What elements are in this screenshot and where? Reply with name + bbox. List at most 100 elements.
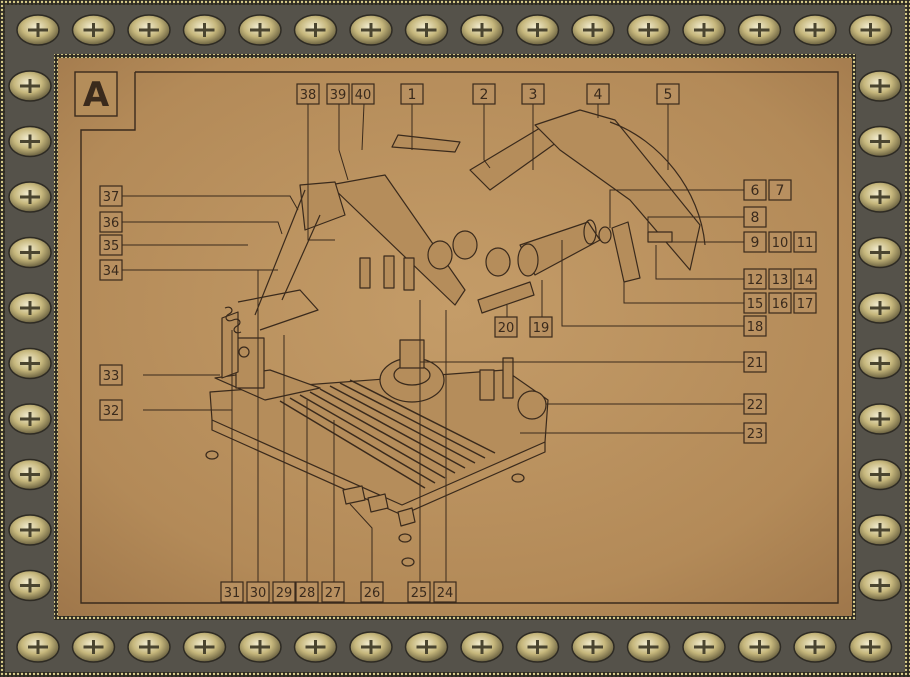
callout-18: 18 [743, 315, 767, 337]
frame-screw-icon [682, 631, 726, 663]
callout-6: 6 [743, 179, 767, 201]
frame-screw-icon [238, 631, 282, 663]
callout-number: 34 [103, 264, 120, 279]
callout-number: 5 [664, 87, 673, 103]
callout-number: 15 [747, 297, 764, 312]
frame-screw-icon [293, 14, 338, 46]
callout-number: 23 [747, 427, 764, 442]
callout-number: 21 [747, 356, 764, 371]
frame-screw-icon [858, 403, 902, 435]
frame-screw-icon [460, 14, 504, 46]
callout-number: 7 [776, 183, 785, 199]
frame-screw-icon [793, 631, 837, 663]
frame-screw-icon [404, 631, 449, 663]
callout-19: 19 [529, 316, 553, 338]
frame-screw-icon [8, 403, 52, 435]
frame-screw-icon [515, 14, 560, 46]
frame-screw-icon [858, 125, 902, 158]
callout-number: 10 [772, 236, 789, 251]
frame-screw-icon [349, 14, 393, 46]
callout-number: 25 [411, 586, 428, 601]
frame-screw-icon [8, 181, 52, 213]
callout-number: 40 [355, 88, 372, 103]
callout-8: 8 [743, 206, 767, 228]
callout-25: 25 [407, 581, 431, 603]
callout-number: 8 [751, 210, 760, 226]
callout-number: 24 [437, 586, 454, 601]
frame-screw-icon [293, 631, 338, 663]
frame-screw-icon [404, 14, 449, 46]
frame-screw-icon [8, 347, 52, 380]
callout-number: 31 [224, 586, 241, 601]
frame-screw-icon [182, 631, 227, 663]
frame-screw-icon [8, 569, 52, 602]
frame-screw-icon [8, 458, 52, 491]
frame-screw-icon [127, 631, 171, 663]
callout-number: 22 [747, 398, 764, 413]
frame-screw-icon [460, 631, 504, 663]
callout-36: 36 [99, 211, 123, 233]
frame-screw-icon [793, 14, 837, 46]
callout-number: 18 [747, 320, 764, 335]
callout-number: 3 [529, 87, 538, 103]
callout-2: 2 [472, 83, 496, 105]
frame-screw-icon [71, 631, 116, 663]
frame-screw-icon [858, 347, 902, 380]
callout-number: 35 [103, 239, 120, 254]
callout-24: 24 [433, 581, 457, 603]
callout-number: 28 [299, 586, 316, 601]
callout-34: 34 [99, 259, 123, 281]
frame-screw-icon [8, 236, 52, 269]
callout-7: 7 [768, 179, 792, 201]
callout-5: 5 [656, 83, 680, 105]
frame-screw-icon [626, 14, 671, 46]
callout-37: 37 [99, 185, 123, 207]
callout-number: 13 [772, 273, 789, 288]
callout-31: 31 [220, 581, 244, 603]
callout-number: 9 [751, 235, 760, 251]
frame-screw-icon [349, 631, 393, 663]
callout-40: 40 [351, 83, 375, 105]
frame-screw-icon [858, 292, 902, 324]
callout-9: 9 [743, 231, 767, 253]
callout-35: 35 [99, 234, 123, 256]
frame-screw-icon [515, 631, 560, 663]
frame-screw-icon [238, 14, 282, 46]
callout-number: 39 [330, 88, 347, 103]
callout-28: 28 [295, 581, 319, 603]
callout-number: 19 [533, 321, 550, 336]
callout-number: 38 [300, 88, 317, 103]
callout-number: 26 [364, 586, 381, 601]
frame-screw-icon [858, 458, 902, 491]
frame-screw-icon [571, 631, 615, 663]
callout-11: 11 [793, 231, 817, 253]
callout-26: 26 [360, 581, 384, 603]
callout-number: 36 [103, 216, 120, 231]
leader-lines [121, 103, 744, 582]
callout-39: 39 [326, 83, 350, 105]
frame-screw-icon [858, 70, 902, 102]
frame-screw-icon [626, 631, 671, 663]
frame-screw-icon [16, 14, 60, 46]
callout-22: 22 [743, 393, 767, 415]
callout-number: 27 [325, 586, 342, 601]
frame-screw-icon [737, 631, 782, 663]
callout-number: 30 [250, 586, 267, 601]
drawing-border [80, 71, 839, 604]
callout-number: 20 [498, 321, 515, 336]
callout-16: 16 [768, 292, 792, 314]
callout-30: 30 [246, 581, 270, 603]
callout-14: 14 [793, 268, 817, 290]
callout-number: 33 [103, 369, 120, 384]
callout-number: 16 [772, 297, 789, 312]
callout-number: 1 [408, 87, 417, 103]
callout-number: 2 [480, 87, 489, 103]
callout-number: 11 [797, 236, 814, 251]
panel-letter-box [74, 71, 118, 117]
frame-screw-icon [71, 14, 116, 46]
frame-screw-icon [858, 236, 902, 269]
frame-screw-icon [858, 514, 902, 546]
frame-screw-icon [737, 14, 782, 46]
